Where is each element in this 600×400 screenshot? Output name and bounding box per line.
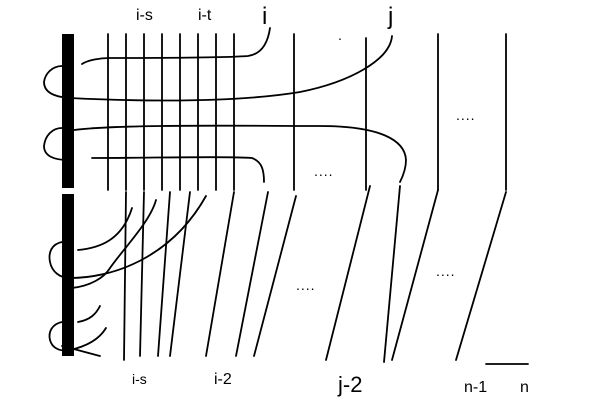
label-bottom-n1: n-1 <box>464 379 487 396</box>
dots-lower-middle: .... <box>296 277 316 293</box>
loop-1 <box>43 35 393 102</box>
loop-4-inner <box>77 305 101 323</box>
label-bottom-i2: i-2 <box>214 371 232 388</box>
loop-3 <box>48 195 207 279</box>
loop-2 <box>43 127 69 161</box>
upper-strand-segments <box>107 33 235 191</box>
label-bottom-j2: j-2 <box>337 372 362 397</box>
dots-upper-middle: .... <box>314 163 334 179</box>
loop-4 <box>48 321 107 352</box>
loop-2-top-strand <box>73 124 407 183</box>
label-top-is: i-s <box>136 7 153 24</box>
dots-lower-right: .... <box>436 263 456 279</box>
loop-5-strand <box>71 199 157 289</box>
label-top-it: i-t <box>198 7 212 24</box>
dots-upper-right: .... <box>456 107 476 123</box>
label-top-i: i <box>262 3 267 30</box>
label-bottom-n: n <box>520 379 529 396</box>
pole-lower <box>62 194 74 356</box>
loop-1-top-strand <box>81 27 271 65</box>
loop-2-lower-strand <box>91 156 265 183</box>
loop-5 <box>61 345 101 357</box>
label-top-j: j <box>387 3 393 30</box>
dot-top: . <box>338 27 343 43</box>
label-bottom-is: i-s <box>132 371 147 387</box>
loop-3-inner <box>77 207 133 251</box>
lower-strands <box>123 185 507 363</box>
pole-upper <box>62 34 74 188</box>
